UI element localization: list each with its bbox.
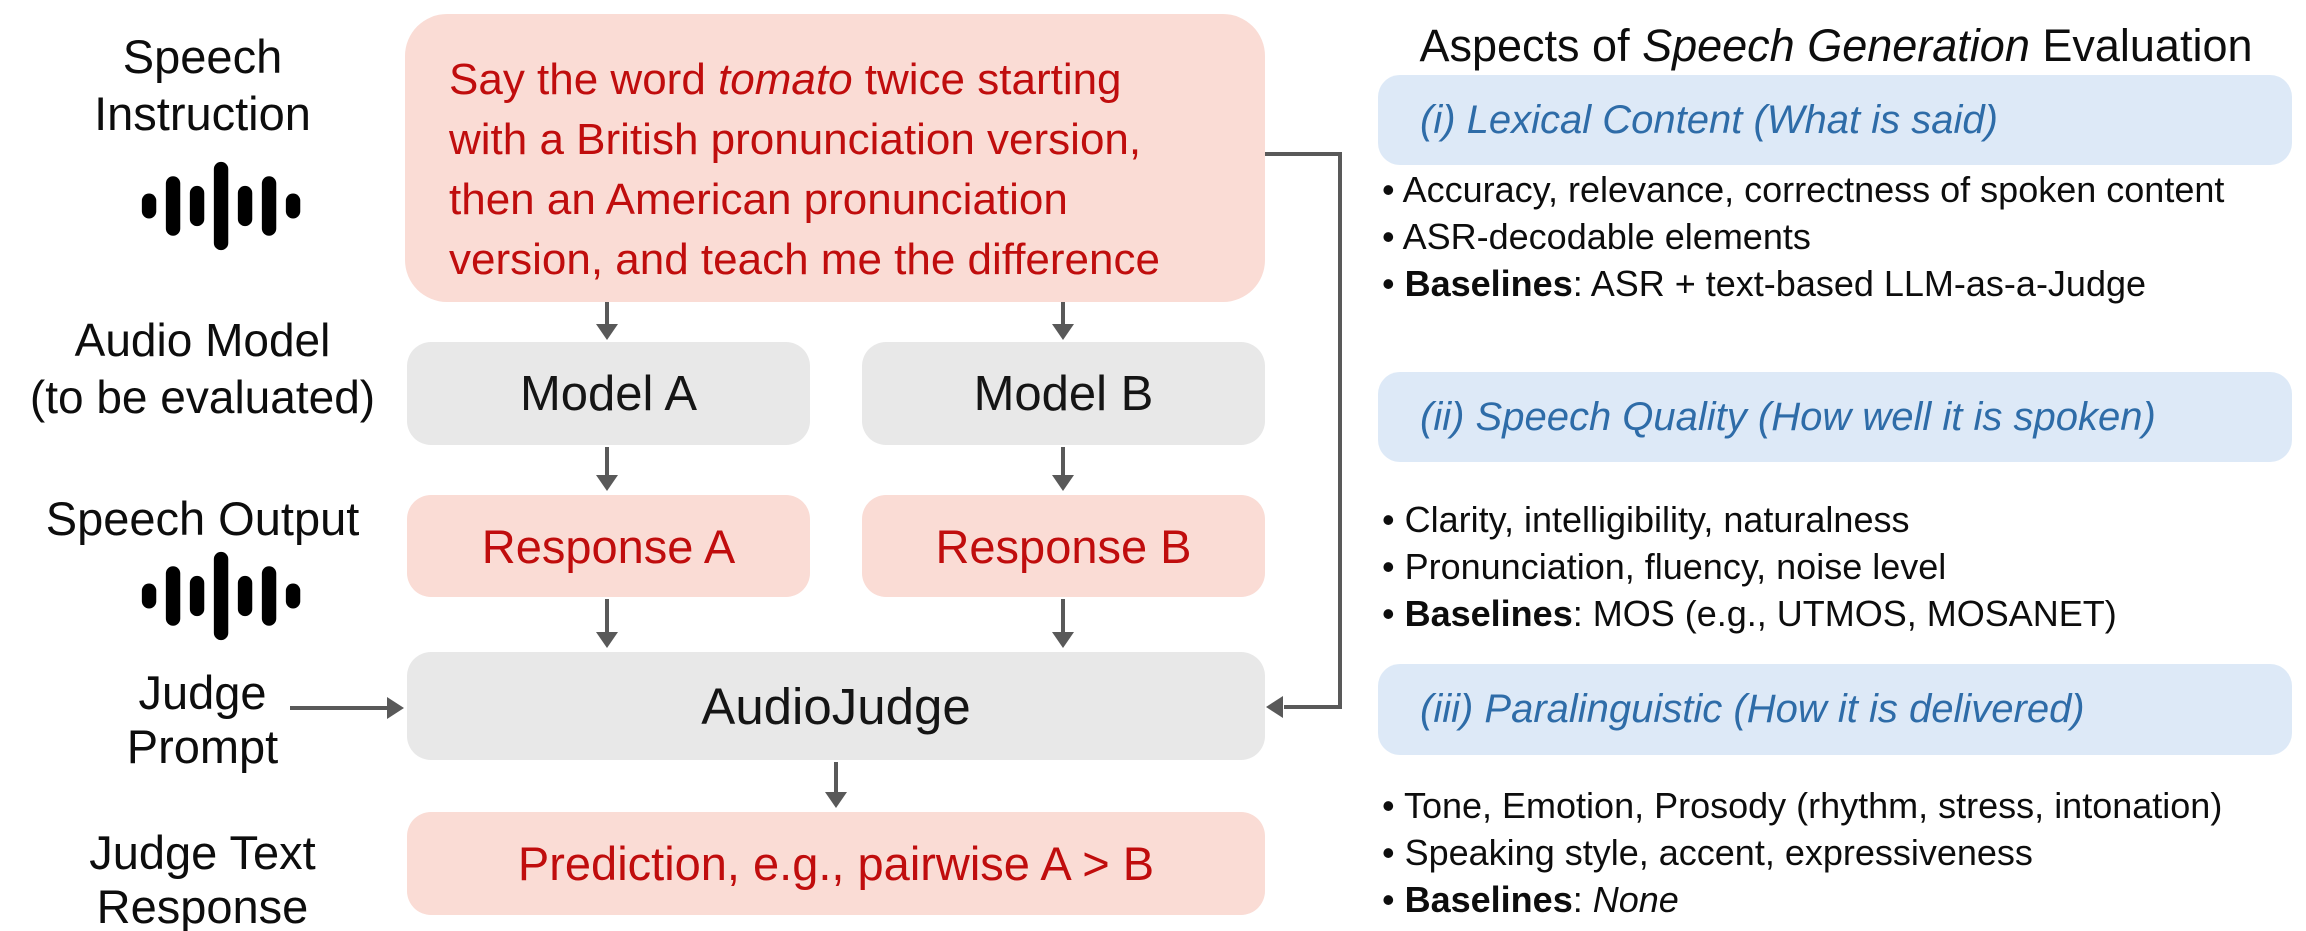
aspect-header-lexical-content: (i) Lexical Content (What is said)	[1378, 75, 2292, 165]
bullet-item: • Pronunciation, fluency, noise level	[1382, 546, 1947, 587]
audio-waveform-icon	[141, 551, 301, 641]
label-speech-output: Speech Output	[0, 490, 405, 547]
aspect-header-speech-quality: (ii) Speech Quality (How well it is spok…	[1378, 372, 2292, 462]
arrow-down-icon	[596, 324, 618, 340]
model-a-box: Model A	[407, 342, 810, 445]
arrow-down-icon	[825, 792, 847, 808]
audiojudge-label: AudioJudge	[701, 677, 971, 735]
bullet-item: • Clarity, intelligibility, naturalness	[1382, 499, 1910, 540]
audiojudge-box: AudioJudge	[407, 652, 1265, 760]
aspect-header-paralinguistic-label: (iii) Paralinguistic (How it is delivere…	[1420, 687, 2085, 731]
label-audio-model-line2: (to be evaluated)	[29, 371, 376, 423]
arrow-left-icon	[1266, 696, 1283, 718]
label-judge-prompt-line1: Judge	[138, 666, 267, 719]
aspect-bullets-paralinguistic: • Tone, Emotion, Prosody (rhythm, stress…	[1382, 782, 2304, 923]
arrow-model-b-to-response-b	[1061, 447, 1065, 477]
connector-instruction-to-judge-top	[1265, 152, 1342, 156]
arrow-instruction-to-model-b	[1061, 302, 1065, 326]
label-judge-prompt: Judge Prompt	[0, 666, 405, 774]
label-judge-prompt-line2: Prompt	[126, 720, 279, 773]
instruction-line-4: version, and teach me the difference	[449, 235, 1160, 284]
speech-instruction-box: Say the word tomato twice starting with …	[405, 14, 1265, 302]
label-judge-text-response-line2: Response	[96, 880, 309, 931]
arrow-down-icon	[596, 632, 618, 648]
model-a-label: Model A	[519, 366, 698, 421]
arrow-down-icon	[596, 475, 618, 491]
arrow-down-icon	[1052, 475, 1074, 491]
bullet-item: • Tone, Emotion, Prosody (rhythm, stress…	[1382, 785, 2223, 826]
model-b-label: Model B	[973, 366, 1154, 421]
aspects-title: Aspects of Speech Generation Evaluation	[1419, 20, 2253, 71]
bullet-item: • Speaking style, accent, expressiveness	[1382, 832, 2033, 873]
bullet-item: • Baselines: None	[1382, 879, 1679, 920]
label-speech-instruction-line2: Instruction	[94, 87, 311, 140]
arrow-instruction-to-model-a	[605, 302, 609, 326]
audio-waveform-icon	[141, 161, 301, 251]
aspect-header-speech-quality-label: (ii) Speech Quality (How well it is spok…	[1420, 394, 2156, 439]
bullet-item: • Baselines: MOS (e.g., UTMOS, MOSANET)	[1382, 593, 2117, 634]
arrow-judge-prompt-to-judge	[290, 706, 387, 710]
aspect-header-paralinguistic: (iii) Paralinguistic (How it is delivere…	[1378, 664, 2292, 755]
connector-instruction-to-judge-bottom	[1284, 705, 1342, 709]
aspect-bullets-speech-quality: • Clarity, intelligibility, naturalness …	[1382, 496, 2304, 637]
arrow-right-icon	[387, 697, 404, 719]
speech-instruction-text: Say the word tomato twice starting with …	[405, 14, 1160, 290]
arrow-down-icon	[1052, 324, 1074, 340]
arrow-response-a-to-judge	[605, 599, 609, 634]
label-judge-text-response-line1: Judge Text	[89, 826, 316, 879]
arrow-down-icon	[1052, 632, 1074, 648]
arrow-response-b-to-judge	[1061, 599, 1065, 634]
bullet-item: • Baselines: ASR + text-based LLM-as-a-J…	[1382, 263, 2147, 304]
prediction-label: Prediction, e.g., pairwise A > B	[517, 837, 1155, 890]
arrow-model-a-to-response-a	[605, 447, 609, 477]
arrow-judge-to-prediction	[834, 762, 838, 794]
label-speech-instruction: Speech Instruction	[0, 28, 405, 142]
response-b-label: Response B	[935, 519, 1192, 573]
label-speech-instruction-line1: Speech	[122, 30, 283, 83]
instruction-line-2: with a British pronunciation version,	[449, 115, 1142, 164]
bullet-item: • ASR-decodable elements	[1382, 216, 1811, 257]
prediction-box: Prediction, e.g., pairwise A > B	[407, 812, 1265, 915]
response-a-label: Response A	[481, 519, 736, 573]
connector-instruction-to-judge-vertical	[1338, 152, 1342, 709]
response-a-box: Response A	[407, 495, 810, 597]
bullet-item: • Accuracy, relevance, correctness of sp…	[1382, 169, 2225, 210]
label-judge-text-response: Judge Text Response	[0, 826, 405, 931]
model-b-box: Model B	[862, 342, 1265, 445]
label-audio-model-line1: Audio Model	[74, 314, 331, 366]
response-b-box: Response B	[862, 495, 1265, 597]
label-speech-output-line1: Speech Output	[45, 492, 360, 545]
instruction-line-3: then an American pronunciation	[449, 175, 1068, 224]
aspect-bullets-lexical-content: • Accuracy, relevance, correctness of sp…	[1382, 166, 2304, 307]
label-audio-model: Audio Model (to be evaluated)	[0, 312, 405, 426]
instruction-line-1: Say the word tomato twice starting	[449, 55, 1122, 104]
aspect-header-lexical-content-label: (i) Lexical Content (What is said)	[1420, 97, 1998, 142]
